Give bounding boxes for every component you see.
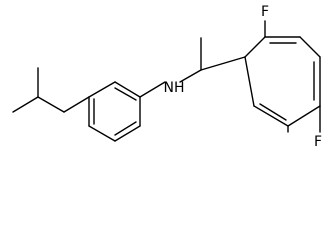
nh-label: NH — [164, 80, 185, 96]
fluorine-bottom-label: F — [314, 134, 322, 150]
bond-isopropyl-to-ring — [37, 96, 65, 113]
ring-bond — [244, 56, 255, 107]
right-benzene-ring — [244, 36, 321, 127]
ring-double-bond — [114, 87, 137, 101]
isopropyl-group — [12, 67, 65, 113]
left-benzene-ring — [63, 81, 141, 142]
bond-ch-to-ring — [200, 56, 246, 71]
ring-bond — [114, 81, 141, 98]
bond-ring-to-nh — [139, 81, 166, 98]
ring-bond — [299, 36, 321, 58]
bond-nh-to-ch — [179, 69, 202, 83]
ring-double-bond — [259, 103, 287, 121]
ring-bond — [114, 125, 141, 142]
molecule-structure: NH F F — [12, 4, 322, 150]
ring-bond — [88, 81, 116, 98]
bond-methyl-left — [12, 96, 39, 113]
ring-double-bond — [114, 121, 137, 136]
ring-bond — [63, 96, 90, 113]
amine-linker — [139, 37, 246, 98]
fluorine-top-label: F — [261, 4, 269, 20]
ring-bond — [244, 36, 266, 58]
ring-bond — [287, 105, 321, 127]
ring-bond — [253, 105, 289, 127]
ring-bond — [88, 125, 116, 142]
